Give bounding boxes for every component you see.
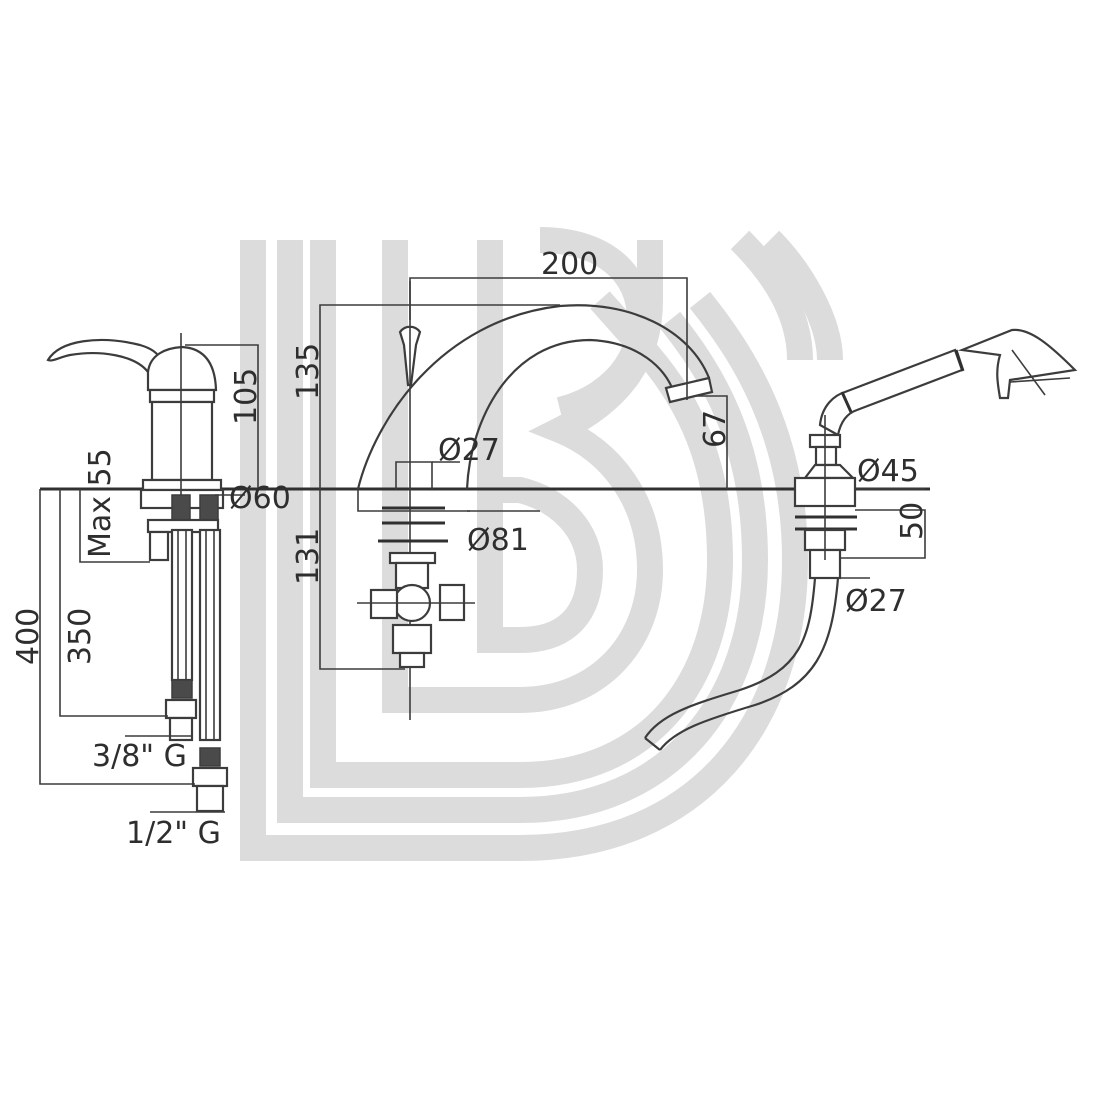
dim-spout-reach: 200 [541,247,598,282]
dim-hose-long: 400 [11,608,46,665]
dim-outlet-height: 67 [698,410,733,448]
dim-spout-height: 135 [291,343,326,400]
dim-connector-large: 1/2" G [126,816,221,851]
hand-shower [644,328,1078,751]
dim-depth-below: 131 [291,528,326,585]
spout-body [356,281,714,720]
dim-mixer-diameter: Ø60 [229,481,291,516]
dim-shower-tail-diameter: Ø27 [845,584,907,619]
spout-dimensions [319,277,728,670]
dim-mixer-height: 105 [229,368,264,425]
dim-hose-short: 350 [63,608,98,665]
dim-base-diameter: Ø81 [467,523,529,558]
dim-connector-small: 3/8" G [92,739,187,774]
dim-max-deck: Max 55 [83,448,118,558]
mixer-body [46,333,229,813]
shower-dimensions [840,488,926,579]
dim-shower-base-diameter: Ø45 [857,454,919,489]
dim-shower-depth: 50 [895,502,930,540]
watermark-logo [240,227,843,861]
dim-stem-diameter: Ø27 [438,433,500,468]
mixer-dimensions [39,344,259,813]
